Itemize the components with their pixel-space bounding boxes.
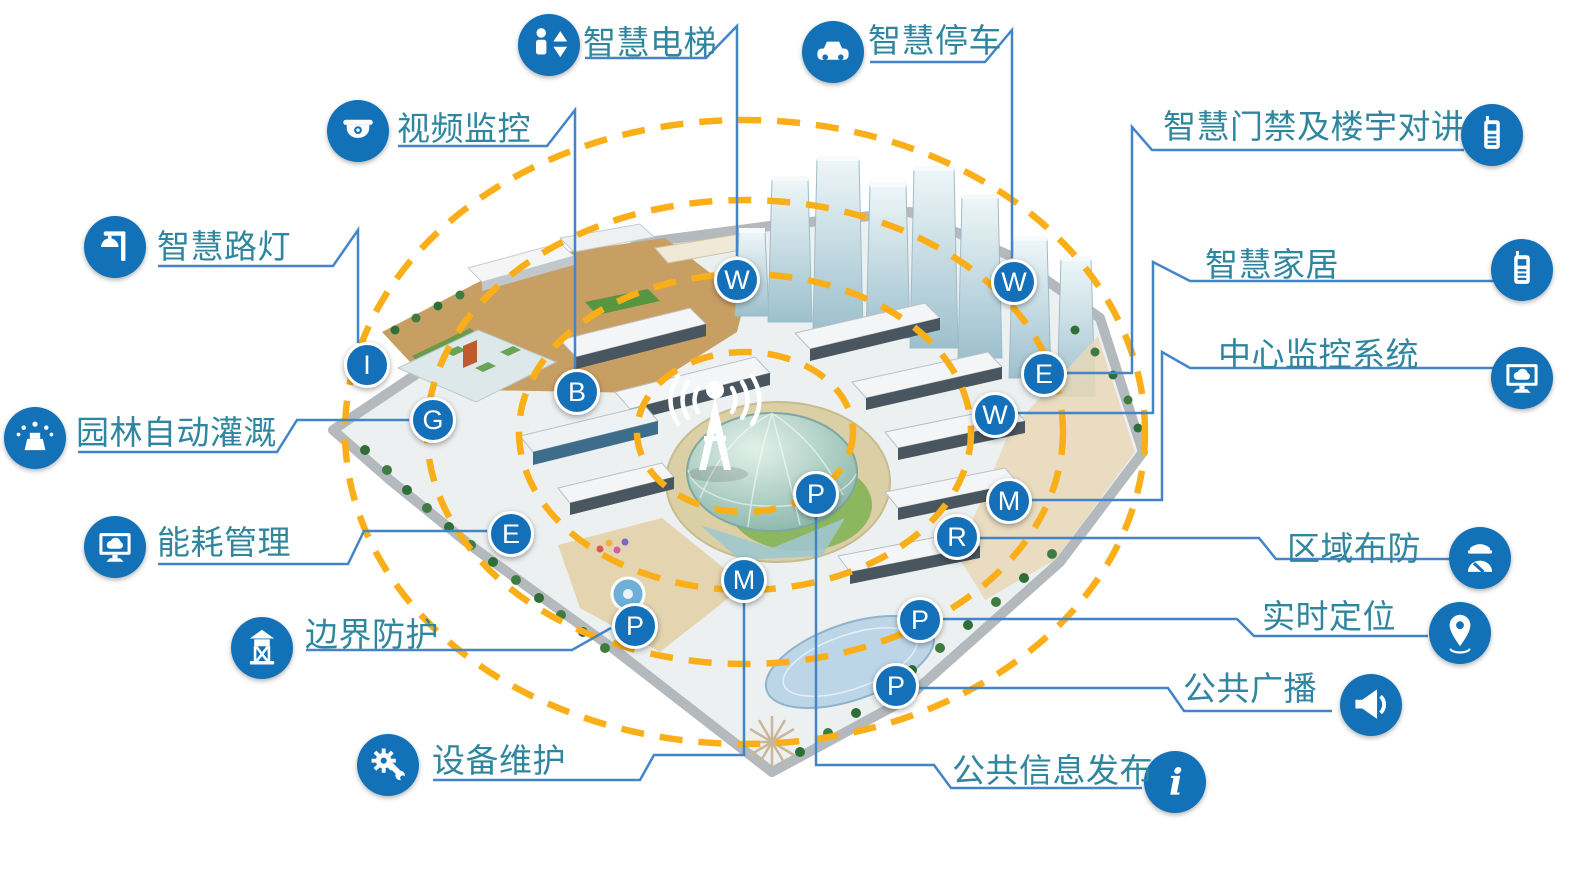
label-public-broadcast: 公共广播 bbox=[1183, 670, 1317, 707]
guard-icon bbox=[1449, 527, 1511, 589]
streetlamp-icon bbox=[84, 216, 146, 278]
svg-text:i: i bbox=[1169, 761, 1183, 804]
system-badge-w-6: W bbox=[972, 392, 1018, 438]
system-badge-p-7: P bbox=[793, 471, 839, 517]
intercom-icon bbox=[1491, 239, 1553, 301]
monitor-cloud-icon bbox=[1491, 347, 1553, 409]
label-border-protection: 边界防护 bbox=[305, 616, 439, 653]
label-area-defense: 区域布防 bbox=[1287, 530, 1421, 567]
system-badge-e-5: E bbox=[1021, 351, 1067, 397]
monitor-cloud-icon bbox=[84, 516, 146, 578]
label-video-surveillance: 视频监控 bbox=[397, 110, 531, 147]
label-equipment-maintenance: 设备维护 bbox=[432, 742, 566, 779]
system-badge-m-11: M bbox=[721, 557, 767, 603]
intercom-icon bbox=[1461, 104, 1523, 166]
system-badge-p-12: P bbox=[612, 603, 658, 649]
pin-icon bbox=[1429, 602, 1491, 664]
label-central-monitoring: 中心监控系统 bbox=[1218, 336, 1419, 373]
central-dome bbox=[665, 401, 891, 563]
label-smart-parking: 智慧停车 bbox=[868, 22, 1002, 59]
watchtower-icon bbox=[231, 617, 293, 679]
system-badge-m-8: M bbox=[986, 478, 1032, 524]
system-badge-w-0: W bbox=[714, 257, 760, 303]
label-smart-elevator: 智慧电梯 bbox=[583, 24, 717, 61]
label-access-intercom: 智慧门禁及楼宇对讲 bbox=[1163, 108, 1465, 145]
system-badge-b-3: B bbox=[554, 369, 600, 415]
label-energy-management: 能耗管理 bbox=[157, 524, 291, 561]
megaphone-icon bbox=[1340, 674, 1402, 736]
system-badge-p-14: P bbox=[873, 663, 919, 709]
system-badge-g-4: G bbox=[410, 397, 456, 443]
label-smart-streetlight: 智慧路灯 bbox=[157, 228, 291, 265]
system-badge-i-2: I bbox=[344, 342, 390, 388]
car-icon bbox=[802, 21, 864, 83]
info-icon: i bbox=[1144, 751, 1206, 813]
system-badge-p-13: P bbox=[897, 597, 943, 643]
label-public-info-publish: 公共信息发布 bbox=[952, 752, 1153, 789]
system-badge-e-9: E bbox=[488, 511, 534, 557]
sprinkler-icon bbox=[4, 407, 66, 469]
dome-camera-icon bbox=[327, 100, 389, 162]
elevator-icon bbox=[518, 14, 580, 76]
system-badge-w-1: W bbox=[991, 259, 1037, 305]
label-smart-home: 智慧家居 bbox=[1205, 246, 1339, 283]
label-realtime-location: 实时定位 bbox=[1262, 598, 1396, 635]
gear-wrench-icon bbox=[357, 734, 419, 796]
system-badge-r-10: R bbox=[934, 514, 980, 560]
label-garden-irrigation: 园林自动灌溉 bbox=[76, 414, 277, 451]
